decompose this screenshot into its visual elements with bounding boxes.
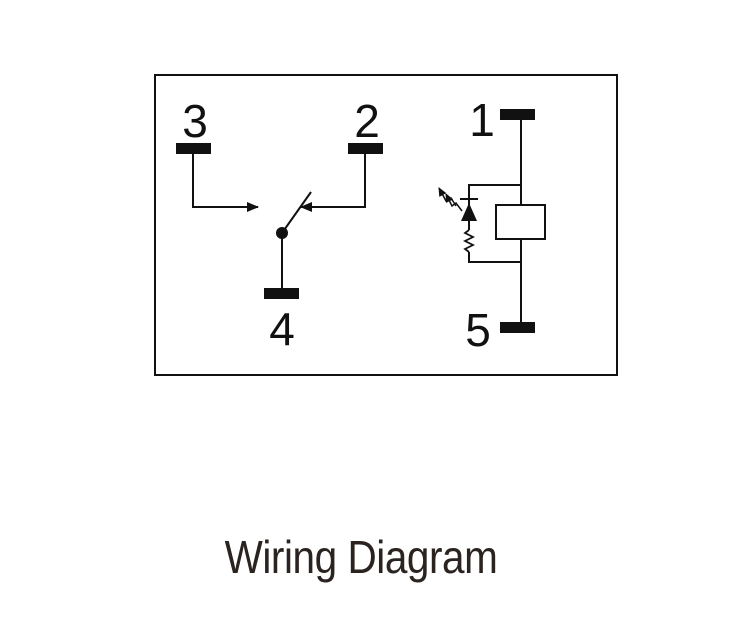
pin-1-terminal (500, 109, 535, 120)
resistor-zigzag (462, 229, 476, 253)
pin-4-terminal (264, 288, 299, 299)
pin-2-terminal (348, 143, 383, 154)
switch-blade (281, 191, 312, 234)
parallel-branch-wire (468, 184, 521, 263)
pin-5-terminal (500, 322, 535, 333)
led-emission-arrow-icon (445, 193, 463, 212)
pin-3-terminal (176, 143, 211, 154)
pin-5-label: 5 (465, 304, 491, 356)
relay-coil (495, 204, 546, 240)
diagram-frame (154, 74, 618, 376)
pin-3-wire (192, 154, 259, 212)
pin-3-label: 3 (182, 95, 208, 147)
pin-2-wire (300, 154, 366, 212)
pin-4-label: 4 (269, 303, 295, 355)
diagram-caption: Wiring Diagram (224, 531, 498, 583)
pin-2-label: 2 (354, 95, 380, 147)
pin-1-label: 1 (469, 94, 495, 146)
